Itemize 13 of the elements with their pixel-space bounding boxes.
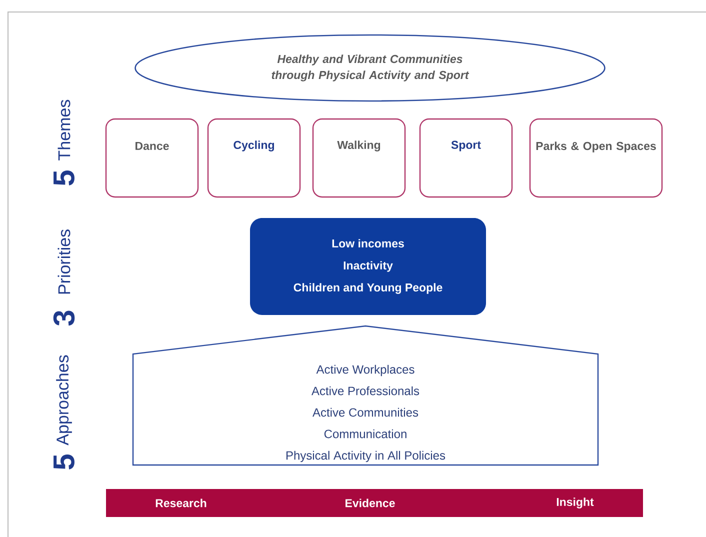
theme-box: Parks & Open Spaces [529, 118, 663, 198]
section-label: Priorities [58, 230, 70, 294]
theme-box: Dance [105, 118, 199, 198]
priorities-box: Low incomes Inactivity Children and Young People [250, 218, 486, 315]
section-label: Themes [58, 100, 70, 160]
count-number: 5 [54, 170, 74, 186]
theme-box: Cycling [207, 118, 301, 198]
count-number: 3 [53, 310, 75, 326]
theme-box: Walking [312, 118, 406, 198]
theme-box: Sport [419, 118, 513, 198]
section-label: Approaches [56, 355, 72, 446]
foundation-bar: Research Evidence Insight [106, 488, 643, 517]
count-number: 5 [54, 454, 74, 470]
